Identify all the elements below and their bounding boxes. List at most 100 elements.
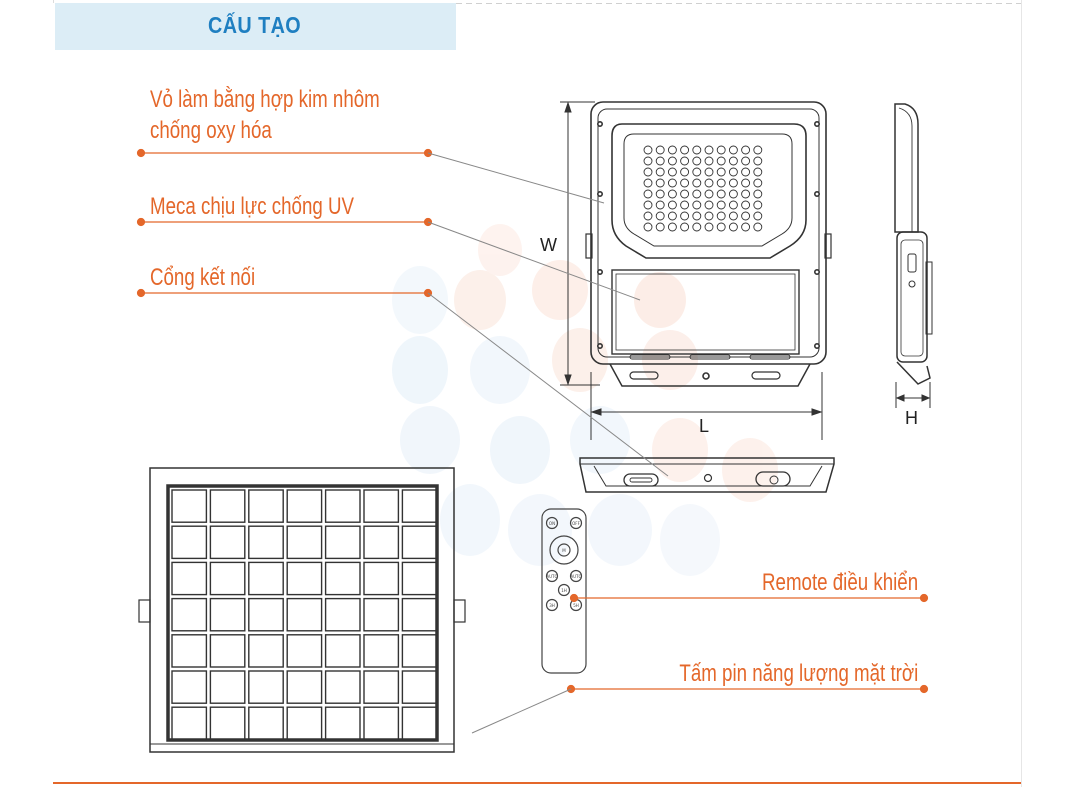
solar-cell bbox=[324, 489, 361, 523]
led-chip bbox=[704, 189, 714, 199]
led-chip bbox=[728, 222, 738, 232]
led-chip bbox=[728, 211, 738, 221]
floodlight-side-view bbox=[894, 103, 933, 385]
screw bbox=[813, 342, 820, 349]
solar-cell bbox=[363, 670, 400, 704]
remote-button-off bbox=[569, 516, 583, 530]
floodlight-bottom-view bbox=[579, 457, 835, 493]
solar-cell bbox=[363, 634, 400, 668]
solar-cell bbox=[286, 597, 323, 632]
led-chip bbox=[741, 200, 751, 210]
port-hole bbox=[703, 473, 713, 483]
solar-cell bbox=[209, 561, 246, 596]
led-chip bbox=[667, 222, 677, 232]
solar-cell bbox=[171, 634, 208, 668]
callout-leaders bbox=[136, 148, 929, 734]
side-profile-driver bbox=[896, 231, 928, 363]
blob bbox=[570, 406, 630, 474]
remote-label-3h: 3H bbox=[549, 603, 555, 608]
blob bbox=[400, 406, 460, 474]
blob bbox=[588, 494, 652, 566]
side-profile-bracket bbox=[896, 361, 931, 385]
blob bbox=[440, 484, 500, 556]
solar-cell bbox=[286, 634, 323, 668]
solar-panel-frame bbox=[149, 467, 455, 753]
remote-label-auto-right: AUTO bbox=[570, 574, 581, 579]
led-chip bbox=[680, 167, 690, 177]
lens-window-inner bbox=[615, 273, 796, 351]
led-chip bbox=[692, 222, 702, 232]
led-chip bbox=[655, 156, 665, 166]
vent-slot bbox=[689, 354, 731, 360]
led-chip bbox=[667, 211, 677, 221]
screw bbox=[813, 121, 820, 128]
led-chip bbox=[728, 145, 738, 155]
solar-cell bbox=[171, 525, 208, 560]
led-chip bbox=[692, 145, 702, 155]
solar-cell bbox=[171, 706, 208, 741]
led-chip bbox=[716, 211, 726, 221]
section-title: CẤU TẠO bbox=[208, 12, 302, 38]
led-chip bbox=[728, 178, 738, 188]
remote-button-3h bbox=[545, 598, 559, 612]
led-chip bbox=[716, 156, 726, 166]
screw bbox=[596, 342, 603, 349]
dimension-w bbox=[560, 101, 600, 386]
solar-cell bbox=[286, 670, 323, 704]
screw bbox=[596, 268, 603, 275]
blob bbox=[490, 416, 550, 484]
led-chip bbox=[680, 222, 690, 232]
led-chip bbox=[716, 189, 726, 199]
solar-cell bbox=[401, 706, 438, 741]
led-chip bbox=[680, 178, 690, 188]
remote-button-on bbox=[545, 516, 559, 530]
remote-button-m bbox=[557, 543, 571, 557]
blob bbox=[552, 328, 608, 392]
solar-cell bbox=[209, 670, 246, 704]
led-chip bbox=[667, 189, 677, 199]
blob bbox=[392, 266, 448, 334]
led-chip bbox=[655, 178, 665, 188]
mount-ear-left bbox=[585, 233, 593, 259]
led-chip bbox=[753, 200, 763, 210]
solar-cell bbox=[324, 634, 361, 668]
led-chip bbox=[753, 222, 763, 232]
remote-dpad bbox=[549, 535, 579, 565]
solar-cell bbox=[209, 489, 246, 523]
led-chip bbox=[753, 211, 763, 221]
led-chip bbox=[655, 211, 665, 221]
frame-top-right-dash bbox=[456, 3, 1021, 4]
section-header-band bbox=[55, 3, 456, 50]
floodlight-front-view bbox=[585, 101, 832, 387]
bracket-hole bbox=[702, 372, 710, 380]
dimension-h bbox=[895, 382, 931, 408]
dimension-w-label: W bbox=[540, 235, 557, 255]
solar-cell bbox=[324, 597, 361, 632]
port-slot-right bbox=[755, 471, 791, 487]
solar-cell bbox=[363, 597, 400, 632]
led-chip bbox=[753, 145, 763, 155]
solar-panel-frame-bottom bbox=[149, 743, 455, 753]
remote-button-1h bbox=[557, 583, 571, 597]
led-chip bbox=[728, 167, 738, 177]
solar-cell bbox=[286, 525, 323, 560]
solar-panel-grid-border bbox=[166, 484, 439, 742]
led-chip bbox=[667, 145, 677, 155]
led-array bbox=[643, 145, 763, 232]
led-chip bbox=[667, 200, 677, 210]
remote-button-auto-left bbox=[545, 569, 559, 583]
led-chip bbox=[667, 167, 677, 177]
dimension-l bbox=[590, 372, 823, 440]
led-chip bbox=[753, 178, 763, 188]
led-chip bbox=[692, 156, 702, 166]
led-module-inner bbox=[623, 133, 793, 247]
remote-label-5h: 5H bbox=[573, 603, 579, 608]
screw bbox=[813, 268, 820, 275]
solar-cell bbox=[209, 634, 246, 668]
frame-left-edge bbox=[53, 0, 54, 3]
frame-right-edge bbox=[1021, 0, 1022, 787]
solar-cell bbox=[286, 489, 323, 523]
solar-cell bbox=[248, 525, 284, 560]
led-chip bbox=[667, 178, 677, 188]
